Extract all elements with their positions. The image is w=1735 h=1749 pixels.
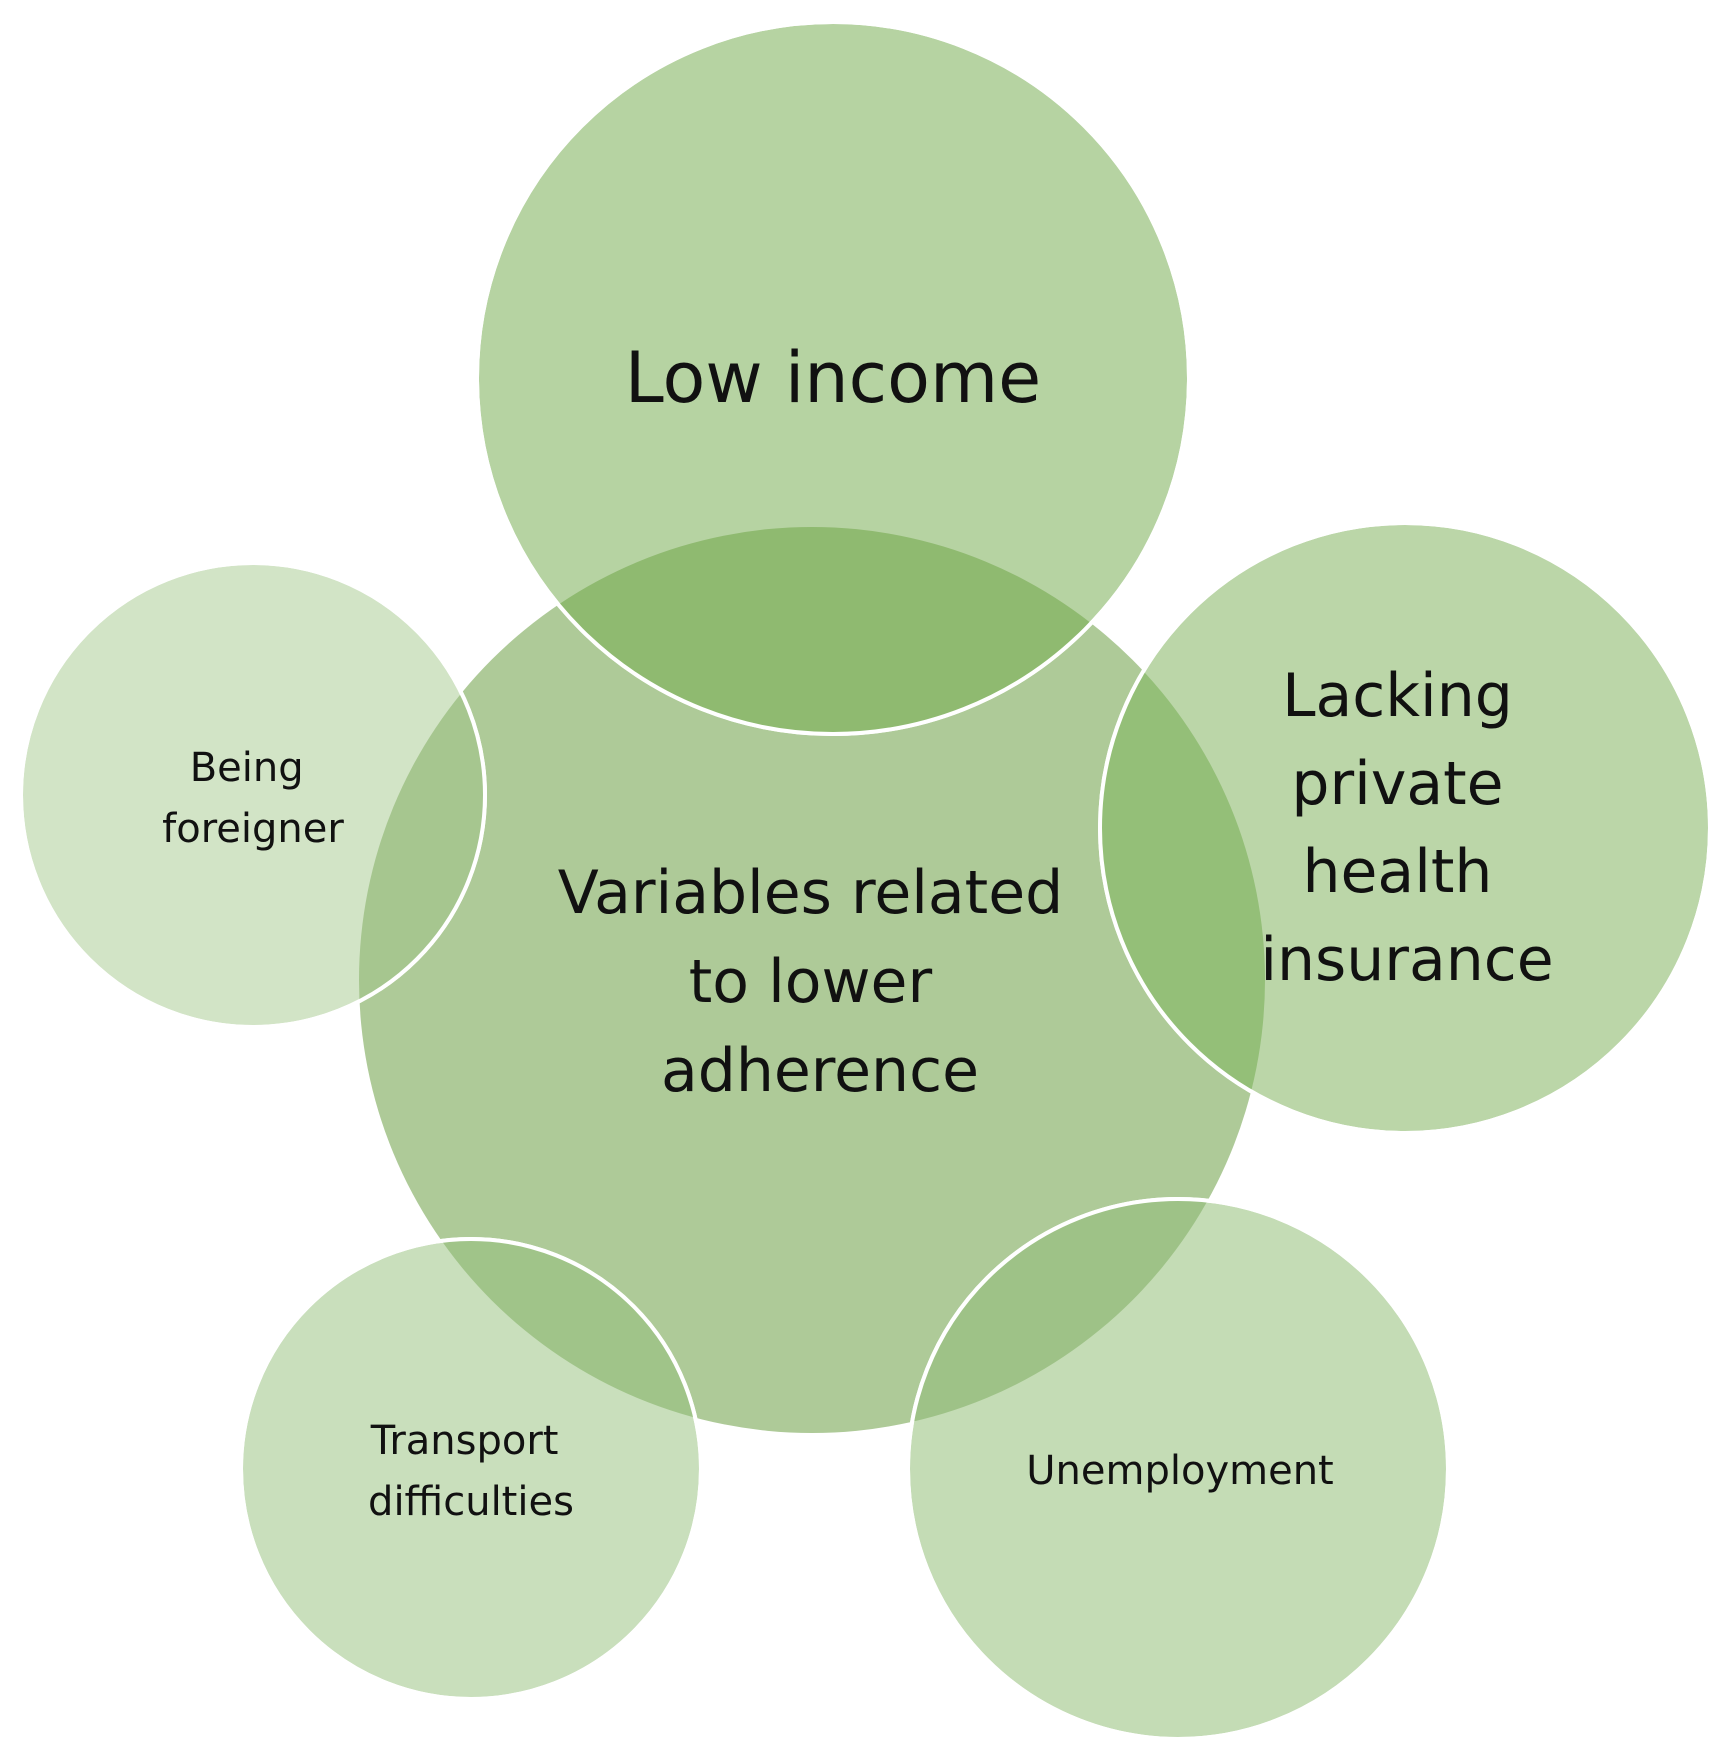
center-label-line: adherence	[661, 1036, 979, 1106]
center-label: Variables related to lower adherence	[558, 858, 1083, 1106]
low-income-label-line: Low income	[625, 337, 1041, 419]
lacking-insurance-label-line: Lacking	[1282, 661, 1513, 731]
being-foreigner-label-line: Being	[190, 745, 304, 791]
overlap-unemployment	[908, 1199, 1265, 1433]
center-circle	[359, 527, 1265, 1433]
transport-difficulties-label: Transport difficulties	[368, 1418, 574, 1525]
unemployment-label-line: Unemployment	[1026, 1448, 1333, 1494]
being-foreigner-outline	[19, 561, 487, 1029]
being-foreigner-label-line: foreigner	[162, 806, 344, 852]
center-node	[359, 527, 1265, 1433]
center-label-line: Variables related	[558, 858, 1064, 928]
lacking-insurance-label-line: health	[1302, 837, 1492, 907]
transport-difficulties-outline	[239, 1237, 703, 1701]
lacking-insurance-label: Lacking private health insurance	[1260, 661, 1553, 995]
overlap-transport-difficulties	[359, 1239, 701, 1433]
unemployment-outline	[906, 1197, 1450, 1741]
low-income-label: Low income	[625, 337, 1041, 419]
satellite-outlines	[19, 20, 1712, 1741]
lacking-insurance-label-line: insurance	[1260, 925, 1553, 995]
unemployment-label: Unemployment	[1026, 1448, 1333, 1494]
lacking-insurance-outline	[1098, 521, 1712, 1135]
center-label-line: to lower	[689, 947, 933, 1017]
transport-difficulties-label-line: difficulties	[368, 1479, 574, 1525]
lacking-insurance-label-line: private	[1291, 749, 1503, 819]
transport-difficulties-label-line: Transport	[370, 1418, 559, 1464]
being-foreigner-label: Being foreigner	[162, 745, 344, 852]
low-income-outline	[475, 20, 1191, 736]
